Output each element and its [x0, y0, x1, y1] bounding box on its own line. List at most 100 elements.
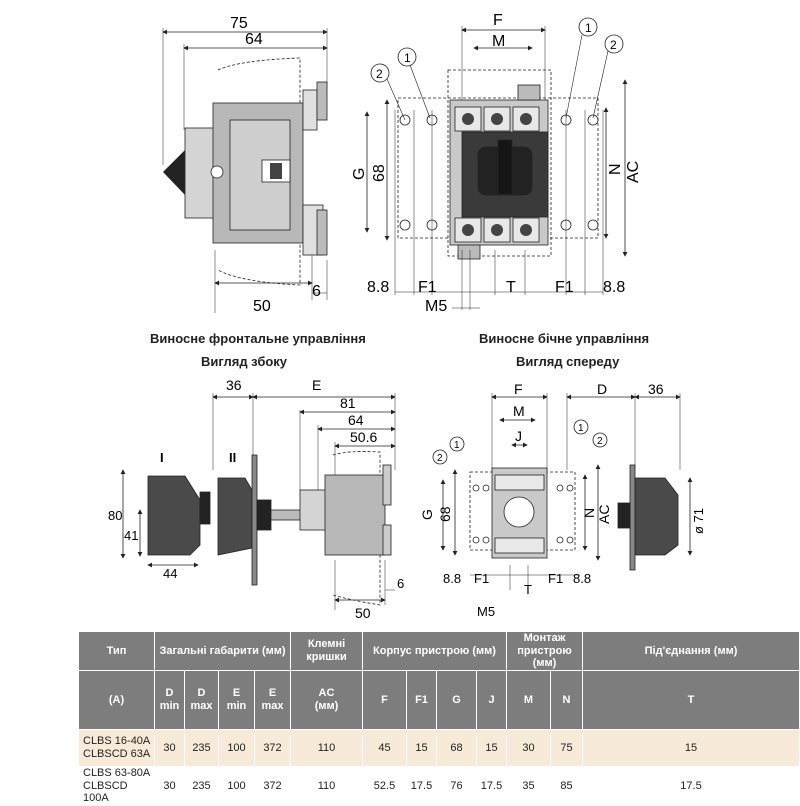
callout-1-left: 1: [404, 51, 411, 65]
cell-t: 17.5: [582, 765, 800, 806]
dim-68-b: 68: [437, 506, 453, 522]
dim-f: F: [493, 12, 503, 29]
dim-50-b: 50: [355, 605, 371, 621]
cell-f1: 15: [406, 728, 437, 767]
dim-8-8-left-b: 8.8: [443, 571, 461, 586]
dim-t: T: [506, 279, 516, 296]
cell-g: 76: [436, 765, 477, 806]
header-t: T: [582, 669, 800, 730]
cell-m: 35: [506, 765, 551, 806]
dim-phi71: ø 71: [691, 508, 706, 534]
cell-f1: 17.5: [406, 765, 437, 806]
front-view-drawing: [364, 17, 628, 310]
header-body: Корпус пристрою (мм): [362, 631, 507, 671]
caption-side-control: Виносне бічне управління: [479, 331, 650, 346]
dim-m-b: M: [513, 403, 525, 419]
dim-ac: AC: [625, 161, 642, 183]
cell-t: 15: [582, 728, 800, 767]
label-i: I: [160, 450, 164, 465]
header-covers: Клемні кришки: [290, 631, 363, 671]
header-j: J: [476, 669, 507, 730]
header-f: F: [362, 669, 407, 730]
dim-36-b: 36: [648, 381, 664, 397]
dim-e: E: [312, 377, 321, 393]
remote-side-control-drawing: [432, 393, 693, 590]
dim-8-8-left: 8.8: [367, 279, 389, 296]
dim-g-b: G: [419, 509, 435, 520]
cell-j: 17.5: [476, 765, 507, 806]
dim-ac-b: AC: [596, 505, 612, 524]
dim-50-6: 50.6: [350, 429, 377, 445]
dim-81: 81: [340, 395, 356, 411]
dim-m5-b: M5: [477, 604, 495, 619]
cell-d-max: 235: [184, 765, 219, 806]
dim-41: 41: [124, 528, 138, 543]
header-covers-ac: AC(мм): [290, 669, 363, 730]
dim-n: N: [607, 163, 624, 175]
dim-6-b: 6: [397, 576, 404, 591]
header-overall: Загальні габарити (мм): [154, 631, 291, 671]
caption-side-view: Вигляд збоку: [201, 354, 288, 369]
label-ii: II: [229, 450, 236, 465]
cell-d-min: 30: [154, 765, 185, 806]
header-type: Тип: [78, 631, 155, 671]
callout-2-right-b: 2: [597, 436, 603, 447]
dim-f1-right: F1: [555, 279, 574, 296]
dim-d: D: [597, 381, 607, 397]
table-header-row: Тип Загальні габарити (мм) Клемні кришки…: [78, 631, 800, 671]
header-n: N: [549, 669, 584, 730]
cell-f: 45: [362, 728, 407, 767]
cell-ac: 110: [290, 765, 363, 806]
callout-2-right: 2: [610, 38, 617, 52]
callout-2-left-b: 2: [437, 453, 443, 464]
caption-front-view: Вигляд спереду: [516, 354, 620, 369]
dim-8-8-right: 8.8: [603, 279, 625, 296]
dim-6: 6: [312, 283, 321, 300]
cell-f: 52.5: [362, 765, 407, 806]
header-f1: F1: [406, 669, 437, 730]
dim-f1-left: F1: [418, 279, 437, 296]
dim-75: 75: [230, 15, 248, 32]
header-type-unit: (A): [78, 669, 155, 730]
cell-e-min: 100: [218, 728, 255, 767]
dim-8-8-right-b: 8.8: [573, 571, 591, 586]
header-mount: Монтаж пристрою (мм): [505, 631, 584, 671]
dim-80: 80: [108, 508, 122, 523]
header-conn: Під'єднання (мм): [582, 631, 800, 671]
cell-d-min: 30: [154, 728, 185, 767]
callout-1-right: 1: [585, 21, 592, 35]
dim-64: 64: [245, 31, 263, 48]
dim-f1-right-b: F1: [548, 571, 563, 586]
cell-d-max: 235: [184, 728, 219, 767]
cell-n: 75: [549, 728, 584, 767]
header-g: G: [436, 669, 477, 730]
cell-j: 15: [476, 728, 507, 767]
callout-1-right-b: 1: [578, 423, 584, 434]
cell-e-min: 100: [218, 765, 255, 806]
dim-f1-left-b: F1: [474, 571, 489, 586]
dim-50: 50: [253, 298, 271, 315]
header-m: M: [506, 669, 551, 730]
cell-e-max: 372: [254, 728, 291, 767]
cell-g: 68: [436, 728, 477, 767]
dim-68: 68: [371, 164, 388, 182]
cell-m: 30: [506, 728, 551, 767]
dim-m5: M5: [425, 298, 447, 315]
dim-t-b: T: [524, 582, 532, 597]
dim-f-b: F: [514, 381, 523, 397]
specifications-table: Тип Загальні габарити (мм) Клемні кришки…: [78, 631, 800, 806]
callout-2-left: 2: [376, 67, 383, 81]
remote-front-control-drawing: [120, 393, 396, 610]
cell-ac: 110: [290, 728, 363, 767]
cell-n: 85: [549, 765, 584, 806]
dim-44: 44: [163, 566, 177, 581]
dim-64-b: 64: [348, 412, 364, 428]
